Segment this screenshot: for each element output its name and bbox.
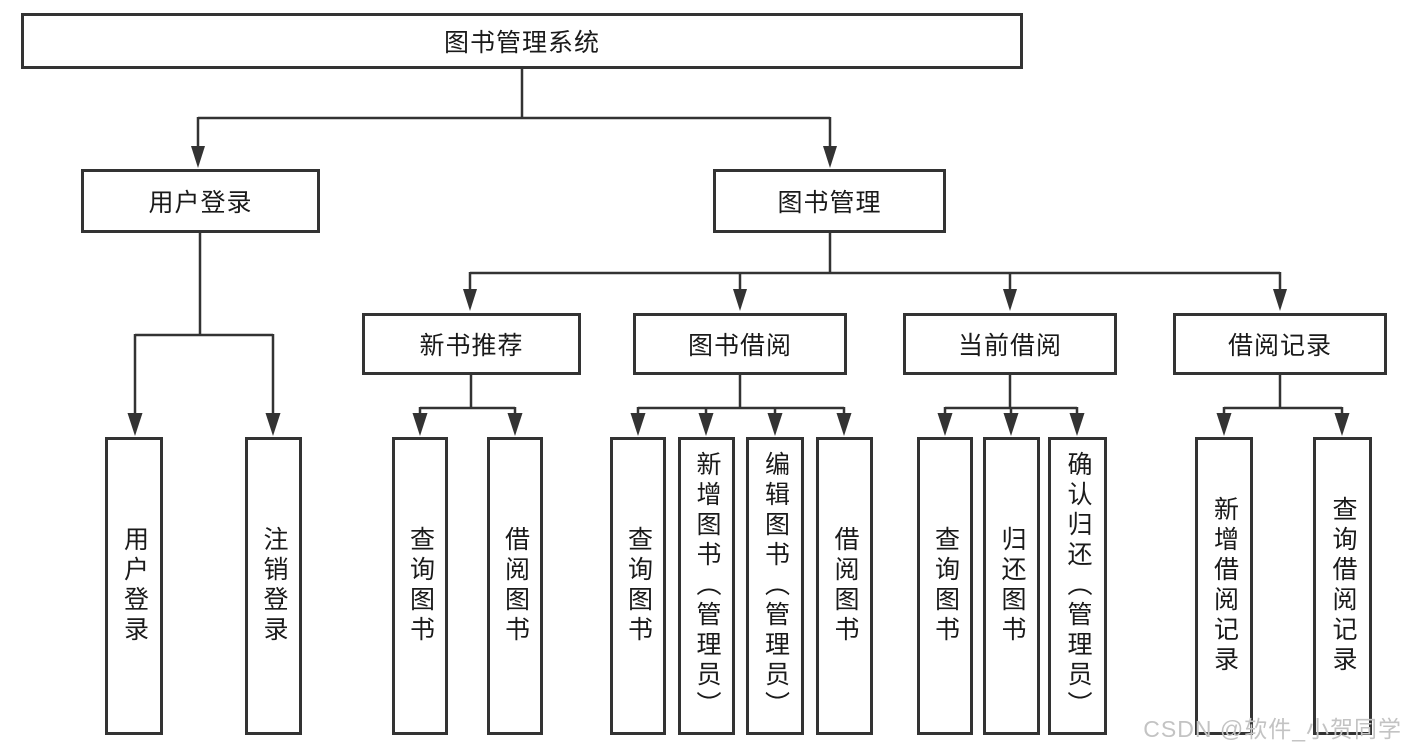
node-label: 图书借阅 <box>687 332 792 360</box>
node-bb-add-books-admin: 新增图书（管理员） <box>678 437 735 735</box>
node-label: 借阅图书 <box>501 526 530 646</box>
node-root-system: 图书管理系统 <box>21 13 1023 69</box>
node-nbr-borrow-books: 借阅图书 <box>487 437 543 735</box>
node-label: 图书管理 <box>777 189 882 217</box>
node-label: 新书推荐 <box>419 332 524 360</box>
node-user-login: 用户登录 <box>81 169 320 233</box>
arrowhead <box>1069 413 1085 436</box>
connector-book-management-to-children <box>463 233 1287 311</box>
node-br-query-record: 查询借阅记录 <box>1313 437 1372 735</box>
connector-user-login-to-children <box>127 233 281 436</box>
node-label: 查询图书 <box>624 526 653 646</box>
node-label: 查询借阅记录 <box>1329 496 1357 676</box>
node-label: 借阅图书 <box>831 526 859 646</box>
node-login-user: 用户登录 <box>105 437 163 735</box>
arrowhead <box>507 413 523 436</box>
arrowhead <box>937 413 953 436</box>
node-cb-confirm-return-admin: 确认归还（管理员） <box>1048 437 1107 735</box>
arrowhead <box>733 289 747 311</box>
node-borrowing-records: 借阅记录 <box>1173 313 1387 375</box>
node-label: 新增图书（管理员） <box>693 451 721 721</box>
node-label: 新增借阅记录 <box>1210 496 1239 676</box>
node-label: 用户登录 <box>148 189 253 217</box>
arrowhead <box>127 413 143 436</box>
node-new-book-recommendation: 新书推荐 <box>362 313 581 375</box>
node-book-management: 图书管理 <box>713 169 946 233</box>
node-label: 注销登录 <box>260 526 288 646</box>
node-logout: 注销登录 <box>245 437 302 735</box>
arrowhead <box>412 413 428 436</box>
node-label: 当前借阅 <box>957 332 1062 360</box>
node-current-borrowing: 当前借阅 <box>903 313 1117 375</box>
arrowhead <box>1273 289 1287 311</box>
arrowhead <box>191 146 205 168</box>
node-bb-query-books: 查询图书 <box>610 437 666 735</box>
arrowhead <box>1216 413 1232 436</box>
arrowhead <box>823 146 837 168</box>
node-cb-return-books: 归还图书 <box>983 437 1040 735</box>
arrowhead <box>836 413 852 436</box>
connector-book-borrow-to-children <box>630 375 852 436</box>
csdn-watermark: CSDN @软件_小贺同学 <box>1143 716 1402 742</box>
node-nbr-query-books: 查询图书 <box>392 437 448 735</box>
node-br-add-record: 新增借阅记录 <box>1195 437 1253 735</box>
node-label: 归还图书 <box>998 526 1026 646</box>
arrowhead <box>1003 413 1019 436</box>
node-cb-query-books: 查询图书 <box>917 437 973 735</box>
node-label: 编辑图书（管理员） <box>761 451 790 721</box>
node-label: 查询图书 <box>406 526 435 646</box>
node-bb-borrow-books: 借阅图书 <box>816 437 873 735</box>
node-label: 查询图书 <box>931 526 960 646</box>
arrowhead <box>265 413 281 436</box>
connector-borrow-records-to-children <box>1216 375 1350 436</box>
node-label: 借阅记录 <box>1227 332 1332 360</box>
arrowhead <box>698 413 714 436</box>
connector-root-to-level2 <box>191 69 837 168</box>
arrowhead <box>1003 289 1017 311</box>
node-label: 确认归还（管理员） <box>1064 451 1092 721</box>
connector-new-book-rec-to-children <box>412 375 523 436</box>
arrowhead <box>1334 413 1350 436</box>
node-bb-edit-books-admin: 编辑图书（管理员） <box>746 437 804 735</box>
arrowhead <box>463 289 477 311</box>
node-label: 图书管理系统 <box>443 29 600 57</box>
arrowhead <box>767 413 783 436</box>
node-book-borrowing: 图书借阅 <box>633 313 847 375</box>
connector-current-borrow-to-children <box>937 375 1085 436</box>
arrowhead <box>630 413 646 436</box>
node-label: 用户登录 <box>120 526 149 646</box>
